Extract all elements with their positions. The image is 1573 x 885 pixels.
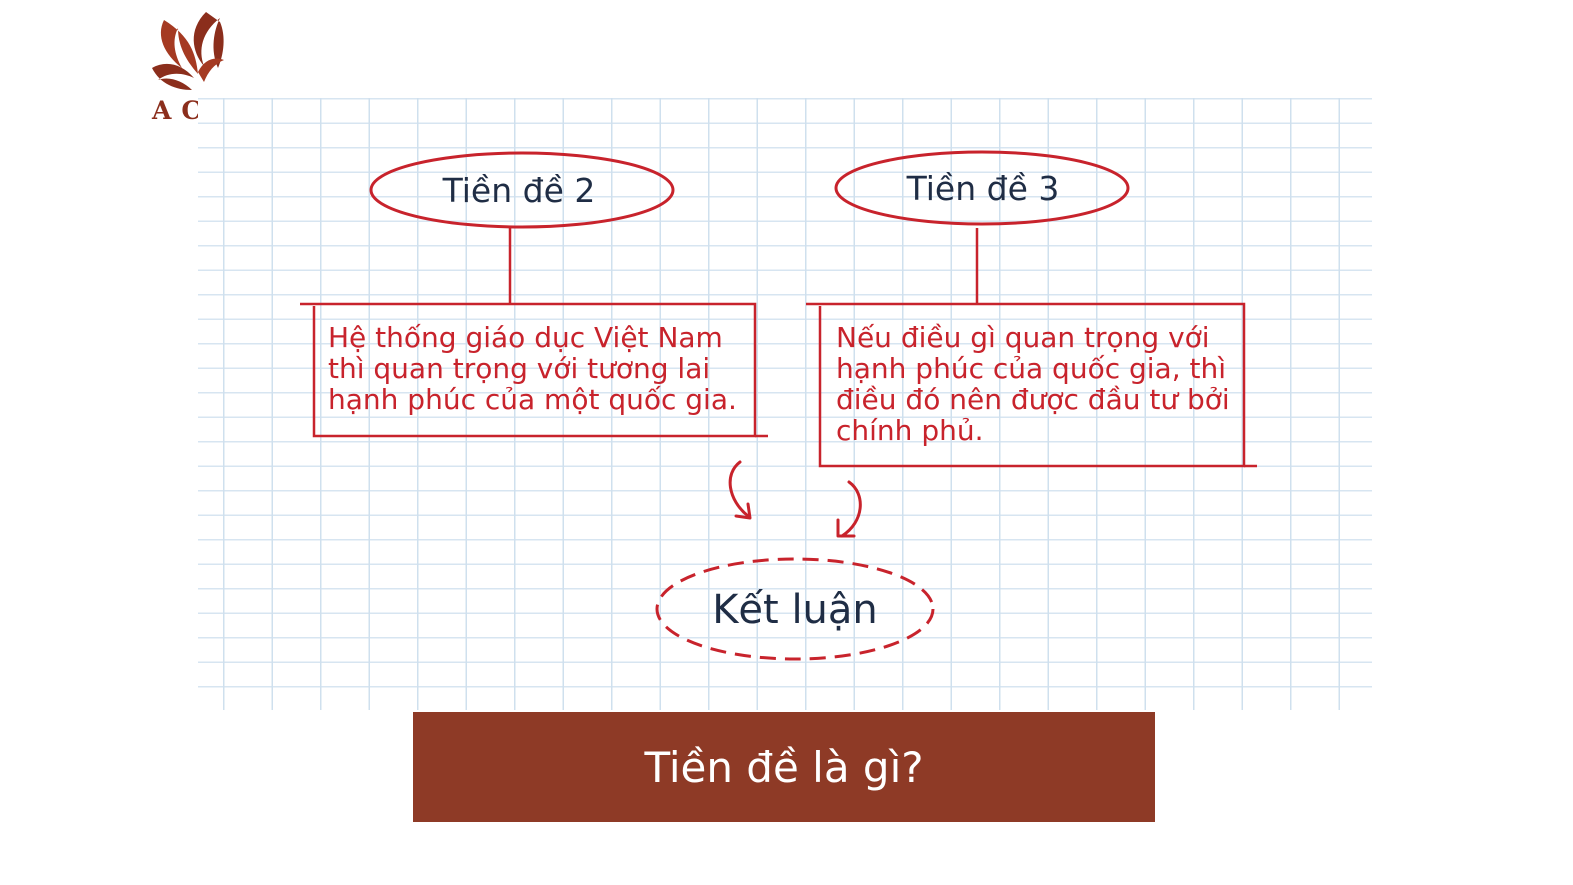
premise3-text: Nếu điều gì quan trọng với hạnh phúc của… (836, 321, 1230, 447)
right-arrow-icon (836, 480, 862, 538)
premise2-text: Hệ thống giáo dục Việt Nam thì quan trọn… (328, 321, 737, 416)
flame-logo-icon (152, 12, 224, 90)
conclusion-label: Kết luận (712, 587, 878, 633)
banner-title: Tiền đề là gì? (644, 742, 924, 792)
premise2-oval (369, 151, 675, 229)
premise2-label: Tiền đề 2 (442, 171, 596, 210)
title-banner: Tiền đề là gì? (413, 712, 1155, 822)
premise3-label: Tiền đề 3 (906, 169, 1060, 208)
premise3-oval (834, 150, 1130, 226)
left-arrow-icon (728, 460, 752, 520)
conclusion-oval (655, 557, 935, 661)
grid-background (198, 98, 1372, 710)
